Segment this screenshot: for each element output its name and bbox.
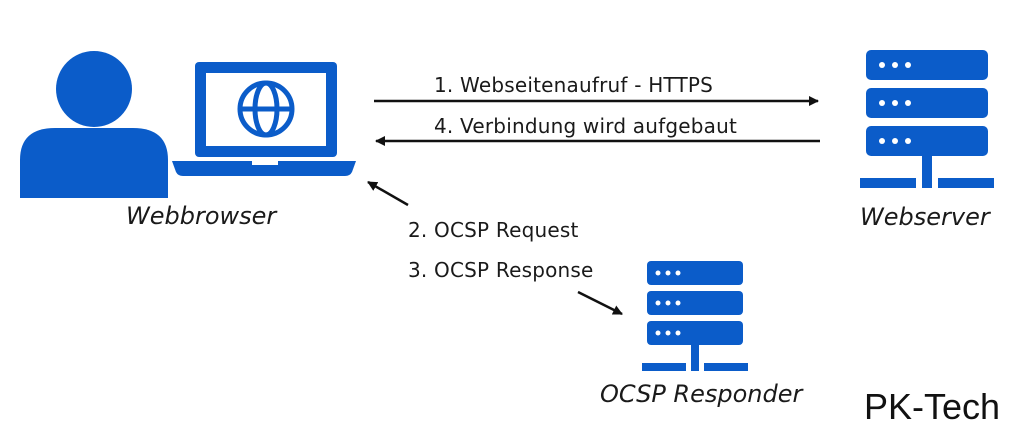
step-1-text: Webseitenaufruf - HTTPS bbox=[460, 73, 714, 97]
arrow-ocsp-response bbox=[577, 290, 623, 316]
ocsp-responder-label: OCSP Responder bbox=[600, 380, 803, 408]
step-1-label: 1. Webseitenaufruf - HTTPS bbox=[434, 73, 713, 97]
user-icon bbox=[20, 51, 168, 198]
step-4-label: 4. Verbindung wird aufgebaut bbox=[434, 114, 737, 138]
arrow-ocsp-request bbox=[367, 180, 409, 207]
globe-icon bbox=[237, 80, 295, 138]
step-3-text: OCSP Response bbox=[434, 258, 594, 282]
server-icon bbox=[642, 261, 748, 371]
step-2-number: 2. bbox=[408, 218, 428, 242]
step-3-label: 3. OCSP Response bbox=[408, 258, 594, 282]
webbrowser-label: Webbrowser bbox=[126, 202, 277, 230]
laptop-icon bbox=[172, 62, 356, 176]
step-2-text: OCSP Request bbox=[434, 218, 579, 242]
step-1-number: 1. bbox=[434, 73, 454, 97]
step-3-number: 3. bbox=[408, 258, 428, 282]
step-4-text: Verbindung wird aufgebaut bbox=[460, 114, 738, 138]
step-4-number: 4. bbox=[434, 114, 454, 138]
watermark: PK-Tech bbox=[864, 386, 1001, 427]
webserver-label: Webserver bbox=[860, 203, 990, 231]
server-icon bbox=[860, 50, 994, 188]
step-2-label: 2. OCSP Request bbox=[408, 218, 579, 242]
